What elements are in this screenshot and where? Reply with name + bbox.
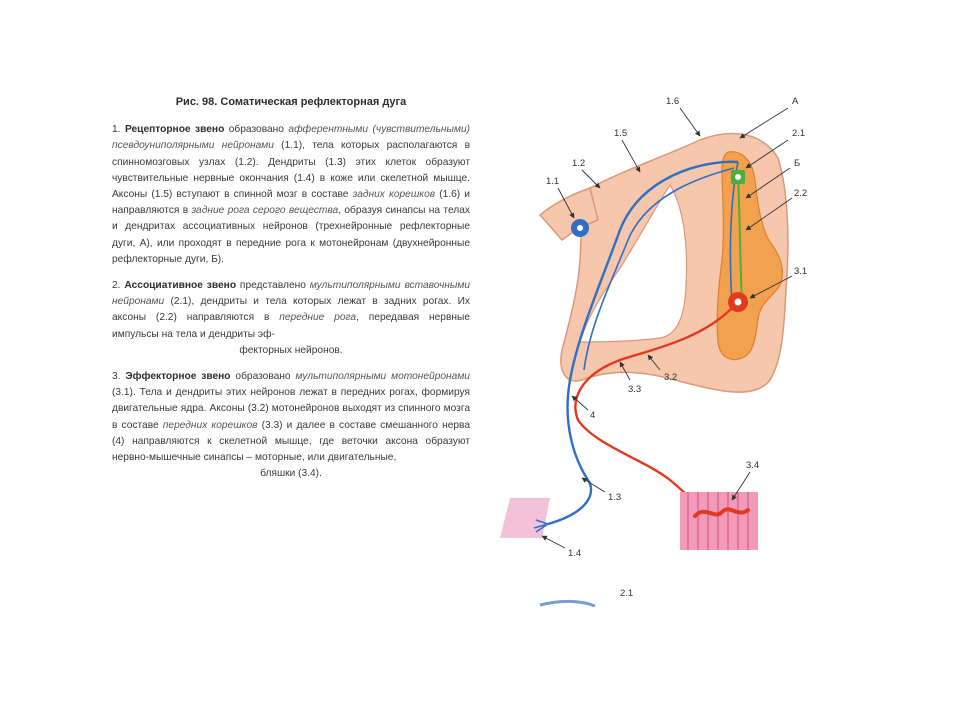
paragraph-heading: Ассоциативное звено xyxy=(124,280,237,292)
reflex-arc-svg: 1.6 А 2.1 Б 2.2 3.1 1.5 1.2 1.1 1.3 1.4 … xyxy=(500,96,807,608)
label-b: Б xyxy=(794,158,800,169)
label-2-1: 2.1 xyxy=(792,128,805,139)
paragraph-italic: мультиполярными мотонейронами xyxy=(295,371,470,383)
associative-axon xyxy=(737,174,743,306)
neuron-nucleus xyxy=(735,174,741,180)
label-1-6: 1.6 xyxy=(666,96,679,107)
label-a: А xyxy=(792,96,799,107)
efferent-axon xyxy=(574,307,733,514)
paragraph-text: , образуя синапсы на телах и дендритах а… xyxy=(112,205,470,265)
paragraph-text: образовано xyxy=(224,124,289,136)
paragraph-italic: мультиполярными вставочными нейронами xyxy=(112,280,470,308)
label-1-4: 1.4 xyxy=(568,548,581,559)
label-4: 4 xyxy=(590,410,595,421)
label-2-2: 2.2 xyxy=(794,188,807,199)
label-3-2: 3.2 xyxy=(664,372,677,383)
paragraph-number: 2. xyxy=(112,280,121,292)
paragraph-italic: задние рога серого вещества xyxy=(191,205,339,217)
paragraph-italic: передних корешков xyxy=(162,419,258,431)
paragraph-text: (2.1), дендриты и тела которых лежат в з… xyxy=(112,296,470,324)
paragraph-number: 3. xyxy=(112,371,121,383)
leader-lines xyxy=(541,107,793,549)
paragraph-text: (1.6) и направляются в xyxy=(112,189,470,217)
paragraph-text: (3.1). Тела и дендриты этих нейронов леж… xyxy=(112,387,470,431)
lower-figure-fragment xyxy=(539,599,596,608)
neuron-nucleus xyxy=(734,298,742,306)
posterior-root xyxy=(538,187,599,242)
paragraph-italic: афферентными (чувствительными) псевдоуни… xyxy=(112,124,471,152)
paragraph-heading: Рецепторное звено xyxy=(124,124,225,136)
label-2-1-lower: 2.1 xyxy=(620,588,633,599)
paragraph-associative-link: 2. Ассоциативное звено представлено муль… xyxy=(112,278,470,359)
paragraph-heading: Эффекторное звено xyxy=(125,371,231,383)
paragraph-effector-link: 3. Эффекторное звено образовано мультипо… xyxy=(112,369,470,482)
paragraph-text: образовано xyxy=(230,371,296,383)
paragraph-receptor-link: 1. Рецепторное звено образовано афферент… xyxy=(112,122,470,268)
paragraph-number: 1. xyxy=(112,124,121,136)
skeletal-muscle xyxy=(680,492,758,550)
figure-title: Рис. 98. Соматическая рефлекторная дуга xyxy=(175,96,407,108)
white-cavity xyxy=(579,183,688,343)
paragraph-last-line: фекторных нейронов. xyxy=(239,344,343,356)
label-3-3: 3.3 xyxy=(628,384,641,395)
skin-patch xyxy=(500,498,550,538)
label-1-2: 1.2 xyxy=(572,158,585,169)
paragraph-italic: задних корешков xyxy=(352,189,436,201)
label-1-1: 1.1 xyxy=(546,176,559,187)
paragraph-last-line: бляшки (3.4). xyxy=(260,468,322,480)
paragraph-text: (1.1), тела которых располагаются в спин… xyxy=(112,140,470,201)
neuron-nucleus xyxy=(577,225,583,231)
receptor-ending xyxy=(533,519,549,533)
afferent-axon xyxy=(547,160,739,526)
afferent-axon-inner xyxy=(583,167,735,371)
label-1-3: 1.3 xyxy=(608,492,621,503)
paragraph-italic: передние рога xyxy=(279,312,357,324)
label-3-4: 3.4 xyxy=(746,460,759,471)
text-column: Рис. 98. Соматическая рефлекторная дуга … xyxy=(112,88,470,492)
label-1-5: 1.5 xyxy=(614,128,627,139)
paragraph-text: (3.3) и далее в составе смешанного нерва… xyxy=(112,419,471,464)
label-3-1: 3.1 xyxy=(794,266,807,277)
paragraph-text: представлено xyxy=(236,280,310,292)
reflex-arc-diagram: 1.6 А 2.1 Б 2.2 3.1 1.5 1.2 1.1 1.3 1.4 … xyxy=(470,80,830,620)
paragraph-text: , передавая нервные импульсы на тела и д… xyxy=(112,312,471,340)
motor-plaque xyxy=(693,507,750,518)
